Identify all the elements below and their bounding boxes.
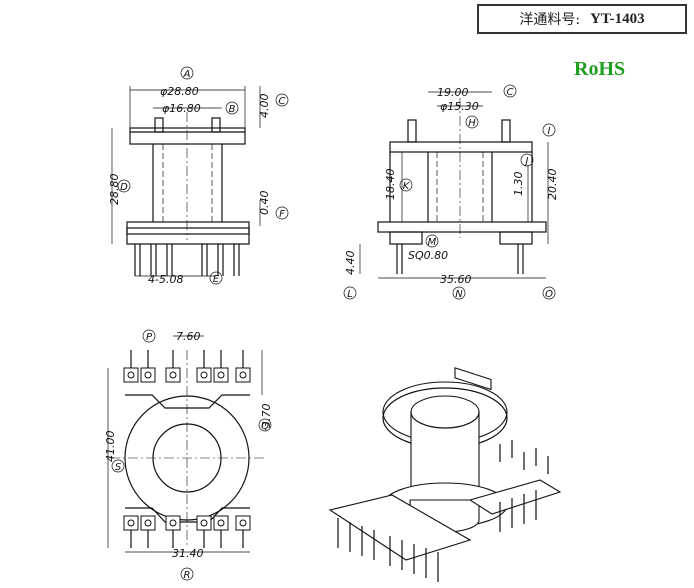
side-dim-total: 20.40 <box>546 169 559 201</box>
bottom-tag-r: R <box>184 570 191 581</box>
bottom-dim-p: 7.60 <box>176 330 201 343</box>
isometric-pins-right <box>499 440 549 532</box>
front-top-flange <box>129 127 246 145</box>
front-pins <box>134 244 240 276</box>
side-tag-m: M <box>428 237 437 248</box>
isometric-view <box>328 367 562 582</box>
part-number-box: 洋通料号: YT-1403 <box>477 4 687 34</box>
side-dim-pin-len: 4.40 <box>344 251 357 276</box>
side-top-flange <box>389 141 533 153</box>
side-tag-o: O <box>545 289 553 300</box>
side-tag-c: C <box>507 87 514 98</box>
front-tag-f: F <box>279 209 285 220</box>
front-tag-e: E <box>213 274 220 285</box>
front-top-tab-left <box>154 117 164 133</box>
side-pins <box>396 244 524 274</box>
side-dim-inner: φ15.30 <box>440 100 479 113</box>
bottom-pins-top <box>123 350 251 383</box>
side-tag-j: J <box>524 156 529 167</box>
side-bottom-flange <box>377 221 547 233</box>
side-top-tab-right <box>501 119 511 143</box>
front-dim-height: 28.80 <box>108 174 121 206</box>
front-dim-top: 4.00 <box>258 94 271 119</box>
side-dim-span: 35.60 <box>440 273 472 286</box>
side-dim-height: 18.40 <box>384 169 397 201</box>
front-top-tab-right <box>211 117 221 133</box>
bottom-tag-p: P <box>146 332 153 343</box>
side-tag-n: N <box>455 289 463 300</box>
side-dim-pin-sq: SQ0.80 <box>408 249 448 262</box>
bottom-view: 7.60 3.70 41.00 31.40 P Q S R <box>104 329 273 581</box>
side-top-tab-left <box>407 119 417 143</box>
front-dim-outer: φ28.80 <box>160 85 199 98</box>
bottom-tag-q: Q <box>261 421 269 432</box>
side-tag-k: K <box>403 181 411 192</box>
front-dim-pitch: 4-5.08 <box>148 273 183 286</box>
side-tag-h: H <box>468 118 476 129</box>
bottom-dim-r: 31.40 <box>172 547 204 560</box>
front-tag-d: D <box>120 182 128 193</box>
front-tag-b: B <box>229 104 236 115</box>
front-tag-a: A <box>183 69 191 80</box>
rohs-mark: RoHS <box>574 58 626 80</box>
bottom-dim-s: 41.00 <box>104 431 117 463</box>
front-tag-c: C <box>279 96 286 107</box>
bottom-pins-bottom <box>123 515 251 548</box>
side-tag-i: I <box>548 126 551 137</box>
front-dim-flange: 0.40 <box>258 191 271 216</box>
side-tag-l: L <box>347 289 353 300</box>
front-view: φ28.80 φ16.80 28.80 4.00 0.40 4-5.08 A B… <box>108 66 289 286</box>
front-dim-inner: φ16.80 <box>162 102 201 115</box>
side-dim-width: 19.00 <box>437 86 469 99</box>
bottom-tag-s: S <box>115 462 122 473</box>
part-number-label: 洋通料号: <box>519 12 581 28</box>
side-dim-j: 1.30 <box>512 172 525 197</box>
side-view: 19.00 φ15.30 18.40 1.30 20.40 SQ0.80 4.4… <box>343 84 559 300</box>
isometric-pins-left <box>337 518 439 582</box>
part-number-value: YT-1403 <box>590 10 645 27</box>
